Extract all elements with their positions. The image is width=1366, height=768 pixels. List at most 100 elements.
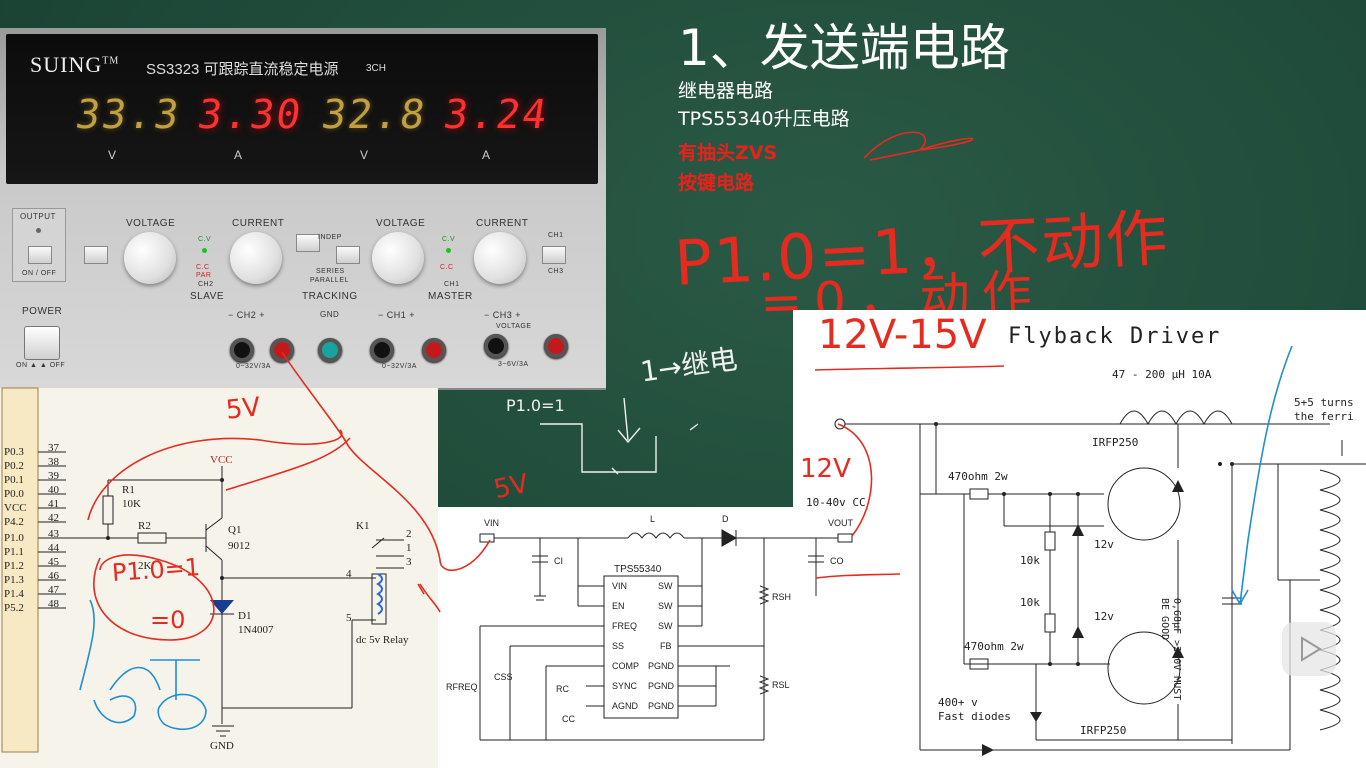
zener-b-label: 12v — [1094, 610, 1114, 623]
ch2-positive-jack[interactable] — [270, 338, 294, 362]
relay-pin-3: 3 — [406, 556, 412, 568]
series-label: SERIES — [316, 268, 345, 275]
voltage-label-2: VOLTAGE — [376, 218, 426, 229]
rsh-label: RSH — [772, 592, 792, 602]
pin-label-p12: P1.2 — [4, 560, 24, 572]
ch2-current-knob[interactable] — [230, 232, 282, 284]
d1-value: 1N4007 — [238, 624, 274, 636]
play-icon[interactable] — [1282, 622, 1336, 676]
resistor-10k-a: 10k — [1020, 554, 1040, 567]
item-relay-circuit: 继电器电路 — [678, 80, 774, 102]
capacitor-note: 0,68µF >250V MUST BE GOOD — [1159, 598, 1182, 701]
unit-v-1: V — [108, 148, 117, 162]
psu-model: SS3323 可跟踪直流稳定电源 — [146, 61, 339, 78]
play-triangle-icon — [1301, 636, 1322, 662]
ch1-voltage-knob[interactable] — [372, 232, 424, 284]
pin-number-38: 38 — [48, 456, 59, 468]
slave-label: SLAVE — [190, 291, 224, 302]
ch2-voltage-knob[interactable] — [124, 232, 176, 284]
slide-title: 1、发送端电路 — [678, 19, 1010, 77]
current-label-1: CURRENT — [232, 218, 285, 229]
unit-v-2: V — [360, 148, 369, 162]
ferrite-note: the ferri — [1294, 410, 1354, 423]
chip-pin-pgnd-3: PGND — [648, 701, 675, 711]
co-label: CO — [830, 556, 844, 566]
item-button-circuit: 按键电路 — [678, 172, 755, 194]
power-on-off-label: ON ▲ ▲ OFF — [16, 362, 66, 369]
pin-label-p14: P1.4 — [4, 588, 24, 600]
unit-a-1: A — [234, 148, 243, 162]
ch2-range: 0−32V/3A — [236, 363, 271, 370]
chip-pin-en: EN — [612, 601, 625, 611]
gnd-jack[interactable] — [318, 338, 342, 362]
flyback-title: Flyback Driver — [1008, 324, 1222, 349]
gnd-jack-label: GND — [320, 310, 340, 319]
relay-pin-2: 2 — [406, 528, 412, 540]
d1-label: D1 — [238, 610, 252, 622]
r1-value: 10K — [122, 498, 141, 510]
ch1-small-label: CH1 — [444, 281, 460, 288]
q1-label: Q1 — [228, 524, 242, 536]
power-button[interactable] — [24, 326, 60, 360]
vcc-label: VCC — [210, 454, 233, 466]
ch1-current-knob[interactable] — [474, 232, 526, 284]
cv-label-1: C.V — [198, 236, 212, 243]
chip-pin-vin: VIN — [612, 581, 628, 591]
output-switch[interactable] — [28, 246, 52, 264]
psu-channels: 3CH — [366, 63, 387, 74]
pin-number-41: 41 — [48, 498, 59, 510]
css-label: CSS — [494, 672, 513, 682]
tracking-label: TRACKING — [302, 291, 358, 302]
ch3-negative-jack[interactable] — [484, 334, 508, 358]
pin-number-40: 40 — [48, 484, 59, 496]
ch1-negative-jack[interactable] — [370, 338, 394, 362]
ch1-jack-label: − CH1 + — [378, 310, 416, 320]
handwritten-p10-b: =0 — [150, 606, 186, 634]
chip-pin-fb: FB — [660, 641, 672, 651]
diodes-note: 400+ v Fast diodes — [938, 696, 1011, 723]
ch2-switch[interactable] — [84, 246, 108, 264]
handwritten-12v: 12V — [800, 454, 851, 484]
inductor-label: L — [650, 514, 656, 524]
ci-label: CI — [554, 556, 563, 566]
pin-label-vcc: VCC — [4, 502, 27, 514]
par-label: PAR — [196, 272, 212, 279]
pin-label-p13: P1.3 — [4, 574, 24, 586]
cv-led-1 — [202, 248, 207, 253]
pin-number-39: 39 — [48, 470, 59, 482]
vin-label: VIN — [484, 518, 500, 528]
cc-label: CC — [562, 714, 575, 724]
pin-label-p03: P0.3 — [4, 446, 24, 458]
ch1-positive-jack[interactable] — [422, 338, 446, 362]
cc-label-1: C.C — [196, 264, 210, 271]
indep-switch-2[interactable] — [336, 246, 360, 264]
chalk-p10-small: P1.0=1 — [506, 396, 565, 415]
chip-label: TPS55340 — [614, 564, 662, 575]
chip-pin-sync: SYNC — [612, 681, 638, 691]
pin-number-48: 48 — [48, 598, 59, 610]
cv-led-2 — [446, 248, 451, 253]
voltage-label-1: VOLTAGE — [126, 218, 176, 229]
chip-pin-sw-3: SW — [658, 621, 673, 631]
item-boost-circuit: TPS55340升压电路 — [678, 108, 850, 130]
ch2-negative-jack[interactable] — [230, 338, 254, 362]
r2-label: R2 — [138, 520, 151, 532]
pin-number-47: 47 — [48, 584, 59, 596]
chip-pin-agnd: AGND — [612, 701, 639, 711]
ch3-positive-jack[interactable] — [544, 334, 568, 358]
chip-pin-freq: FREQ — [612, 621, 638, 631]
inductor-spec: 47 - 200 µH 10A — [1112, 368, 1212, 381]
relay-pin-5: 5 — [346, 612, 352, 624]
pin-label-p52: P5.2 — [4, 602, 24, 614]
turns-note: 5+5 turns — [1294, 396, 1354, 409]
ch1-ch3-switch[interactable] — [542, 246, 566, 264]
pin-number-46: 46 — [48, 570, 59, 582]
pin-label-p10: P1.0 — [4, 532, 24, 544]
r1-label: R1 — [122, 484, 135, 496]
mcu-body — [1, 387, 39, 753]
indep-switch-1[interactable] — [296, 234, 320, 252]
mosfet-bottom-label: IRFP250 — [1080, 724, 1127, 737]
resistor-10k-b: 10k — [1020, 596, 1040, 609]
relay-pin-4: 4 — [346, 568, 352, 580]
rsl-label: RSL — [772, 680, 790, 690]
